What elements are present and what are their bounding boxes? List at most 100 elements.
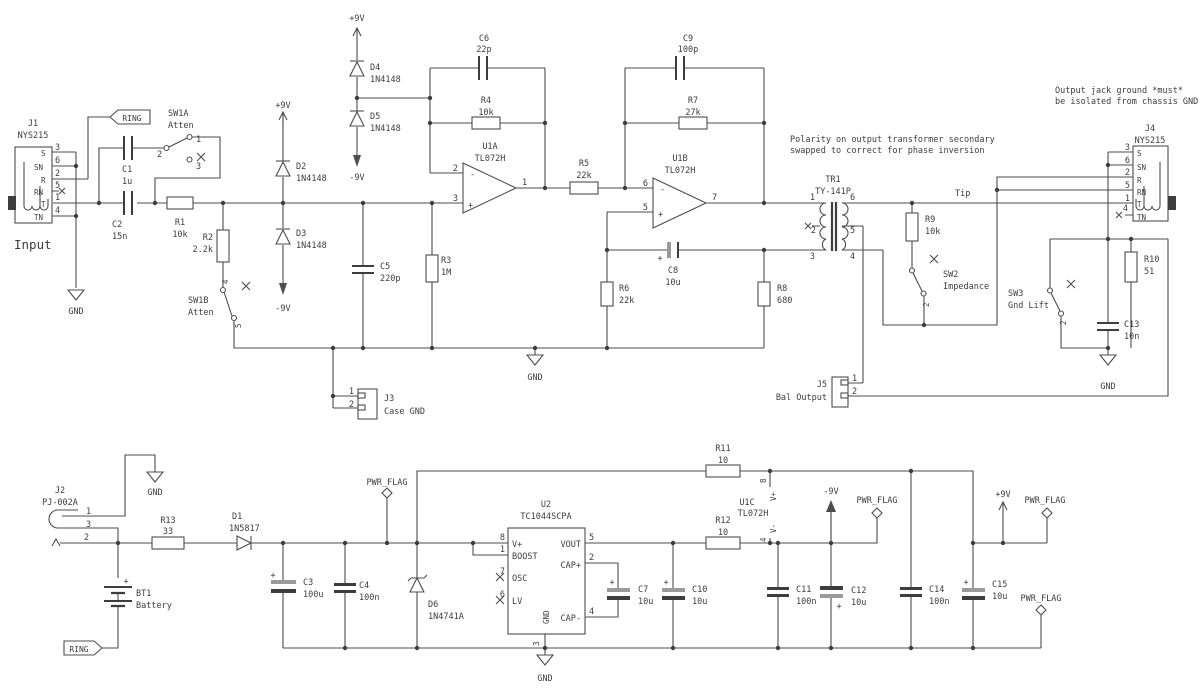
component-r12[interactable]	[705, 536, 741, 550]
component-c10[interactable]	[662, 588, 685, 600]
label-tr1-pin6: 6	[850, 193, 855, 203]
label-j1-pin2: 2	[55, 169, 60, 179]
component-d2[interactable]	[275, 160, 291, 177]
label-d5-value: 1N4148	[370, 124, 401, 134]
label-r4-ref: R4	[481, 96, 491, 106]
component-r10[interactable]	[1124, 251, 1138, 283]
component-sw3[interactable]	[1046, 279, 1076, 317]
label-c8-plus: +	[657, 254, 662, 264]
label-c4-value: 100n	[359, 593, 379, 603]
component-c1[interactable]	[123, 136, 133, 160]
label-r10-ref: R10	[1144, 255, 1159, 265]
label-r3-value: 1M	[441, 268, 451, 278]
component-r11[interactable]	[705, 464, 741, 478]
label-c10-plus: +	[663, 578, 668, 588]
component-r2[interactable]	[216, 229, 230, 263]
component-r5[interactable]	[569, 181, 599, 195]
label-c9-value: 100p	[678, 45, 698, 55]
component-r3[interactable]	[425, 254, 439, 283]
label-u2-pin5: 5	[589, 533, 594, 543]
component-tr1[interactable]	[819, 202, 849, 251]
label-j4-tn: TN	[1137, 213, 1146, 222]
component-c3[interactable]	[271, 580, 296, 593]
label-j4-gnd: GND	[1100, 382, 1115, 392]
label-j1-r: R	[41, 176, 46, 185]
component-r6[interactable]	[600, 281, 614, 307]
label-u2-osc: OSC	[512, 574, 527, 584]
component-c11[interactable]	[767, 587, 789, 597]
component-j2[interactable]	[48, 509, 78, 547]
label-u1a-pin2: 2	[453, 164, 458, 174]
label-c2-ref: C2	[112, 220, 122, 230]
label-j3-pin2: 2	[349, 400, 354, 410]
component-d1[interactable]	[236, 535, 253, 551]
label-j2-gnd: GND	[147, 488, 162, 498]
component-c2[interactable]	[123, 191, 133, 215]
label-sw3-ref: SW3	[1008, 289, 1023, 299]
label-sw1b-pin4: 4	[221, 279, 230, 284]
label-r11-value: 10	[718, 456, 728, 466]
component-d4[interactable]	[349, 60, 365, 77]
label-ring-flag-bottom: RING	[69, 645, 88, 654]
component-j1[interactable]	[8, 146, 53, 224]
component-sw1a[interactable]	[163, 133, 206, 163]
component-j5[interactable]	[831, 376, 849, 408]
component-j3[interactable]	[357, 388, 378, 420]
component-u2[interactable]	[507, 527, 586, 635]
component-r1[interactable]	[166, 196, 194, 210]
label-d1-value: 1N5817	[229, 524, 260, 534]
component-c4[interactable]	[334, 583, 356, 593]
component-c14[interactable]	[900, 587, 922, 597]
label-j1-pin4: 4	[55, 206, 60, 216]
label-c13-value: 10n	[1124, 332, 1139, 342]
component-c9[interactable]	[675, 56, 685, 80]
component-c7[interactable]	[607, 588, 630, 600]
label-c1-value: 1u	[122, 177, 132, 187]
label-sw1b-pin5: 5	[234, 323, 243, 328]
label-c14-value: 100n	[929, 597, 949, 607]
label-r4-value: 10k	[478, 108, 493, 118]
label-j1-gnd: GND	[68, 307, 83, 317]
component-r9[interactable]	[905, 212, 919, 242]
component-c6[interactable]	[478, 56, 488, 80]
label-tr1-pin3: 3	[810, 252, 815, 262]
label-j1-pin5: 5	[55, 181, 60, 191]
label-u2-vout: VOUT	[561, 540, 581, 550]
label-d3-value: 1N4148	[296, 241, 327, 251]
label-c8-value: 10u	[665, 278, 680, 288]
label-u2-value: TC1044SCPA	[520, 512, 571, 522]
component-u1b[interactable]	[652, 177, 708, 229]
component-c8[interactable]	[667, 242, 679, 258]
label-tr1-ref: TR1	[825, 175, 840, 185]
label-p9v-bottom: +9V	[995, 490, 1010, 500]
label-j2-pin3: 3	[86, 520, 91, 530]
label-c10-ref: C10	[692, 585, 707, 595]
label-note-polarity-1: Polarity on output transformer secondary	[790, 135, 995, 145]
component-d5[interactable]	[349, 110, 365, 127]
label-u1b-value: TL072H	[665, 166, 696, 176]
component-sw2[interactable]	[908, 254, 939, 297]
component-sw1b[interactable]	[219, 281, 251, 322]
component-r8[interactable]	[757, 281, 771, 307]
component-bt1[interactable]	[104, 586, 132, 608]
component-r7[interactable]	[678, 116, 708, 130]
component-u1a[interactable]	[462, 162, 518, 214]
label-bt1-plus: +	[123, 577, 128, 587]
component-c12[interactable]	[820, 586, 843, 598]
label-c6-ref: C6	[479, 34, 489, 44]
component-c13[interactable]	[1097, 322, 1119, 331]
component-c5[interactable]	[352, 265, 374, 274]
component-c15[interactable]	[962, 588, 985, 600]
component-d3[interactable]	[275, 228, 291, 245]
label-r13-value: 33	[163, 527, 173, 537]
component-r13[interactable]	[151, 536, 185, 550]
component-j4[interactable]	[1132, 145, 1176, 222]
label-u2-pin7: 7	[500, 567, 505, 577]
label-r1-ref: R1	[175, 218, 185, 228]
no-connect-marks	[58, 187, 1123, 605]
label-j4-pin6: 6	[1125, 156, 1130, 166]
component-d6[interactable]	[407, 574, 428, 593]
component-r4[interactable]	[471, 116, 501, 130]
label-j1-rn: RN	[34, 188, 43, 197]
